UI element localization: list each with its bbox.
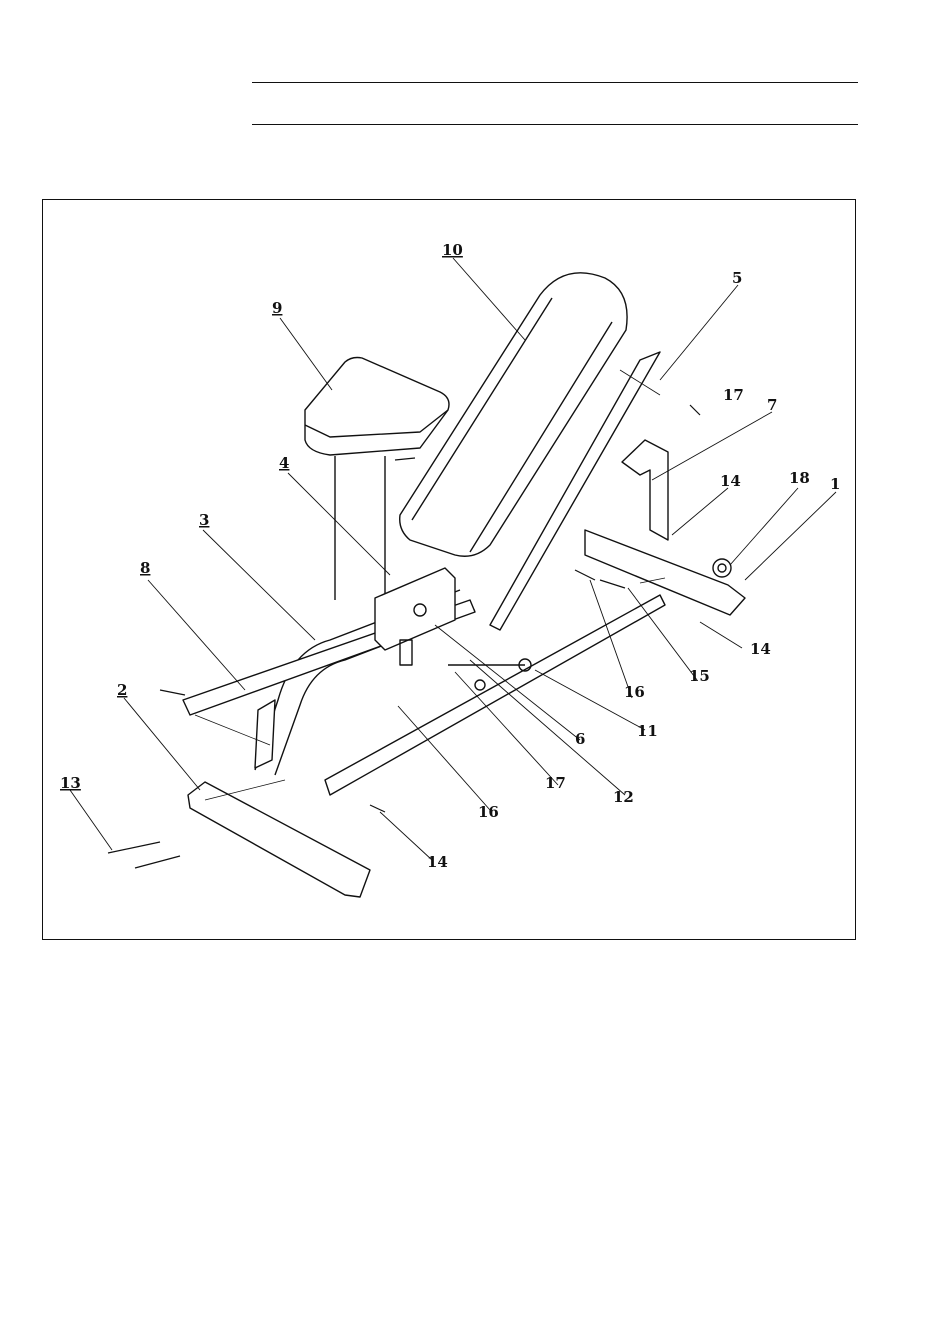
front-stabilizer — [188, 782, 370, 897]
callout-label: 18 — [789, 469, 810, 487]
callout-label: 9 — [272, 299, 282, 317]
callout-label: 15 — [689, 667, 710, 685]
callout-label: 2 — [117, 681, 127, 699]
callout-label: 4 — [279, 454, 289, 472]
callout-label: 16 — [624, 683, 645, 701]
adjuster — [375, 568, 455, 665]
callout-label: 13 — [60, 774, 81, 792]
callout-label: 14 — [427, 853, 448, 871]
callout-label: 10 — [442, 241, 463, 259]
callout-label: 17 — [545, 774, 566, 792]
callout-label: 17 — [723, 386, 744, 404]
callout-label: 16 — [478, 803, 499, 821]
bracket — [622, 440, 668, 540]
rear-stabilizer — [585, 530, 745, 615]
callout-label: 1 — [830, 475, 840, 493]
callout-label: 5 — [732, 269, 742, 287]
callout-label: 14 — [720, 472, 741, 490]
callout-label: 12 — [613, 788, 634, 806]
callout-label: 7 — [767, 396, 777, 414]
callout-label: 14 — [750, 640, 771, 658]
callout-label: 6 — [575, 730, 585, 748]
callout-label: 11 — [637, 722, 658, 740]
callout-label: 3 — [199, 511, 209, 529]
callout-label: 8 — [140, 559, 150, 577]
